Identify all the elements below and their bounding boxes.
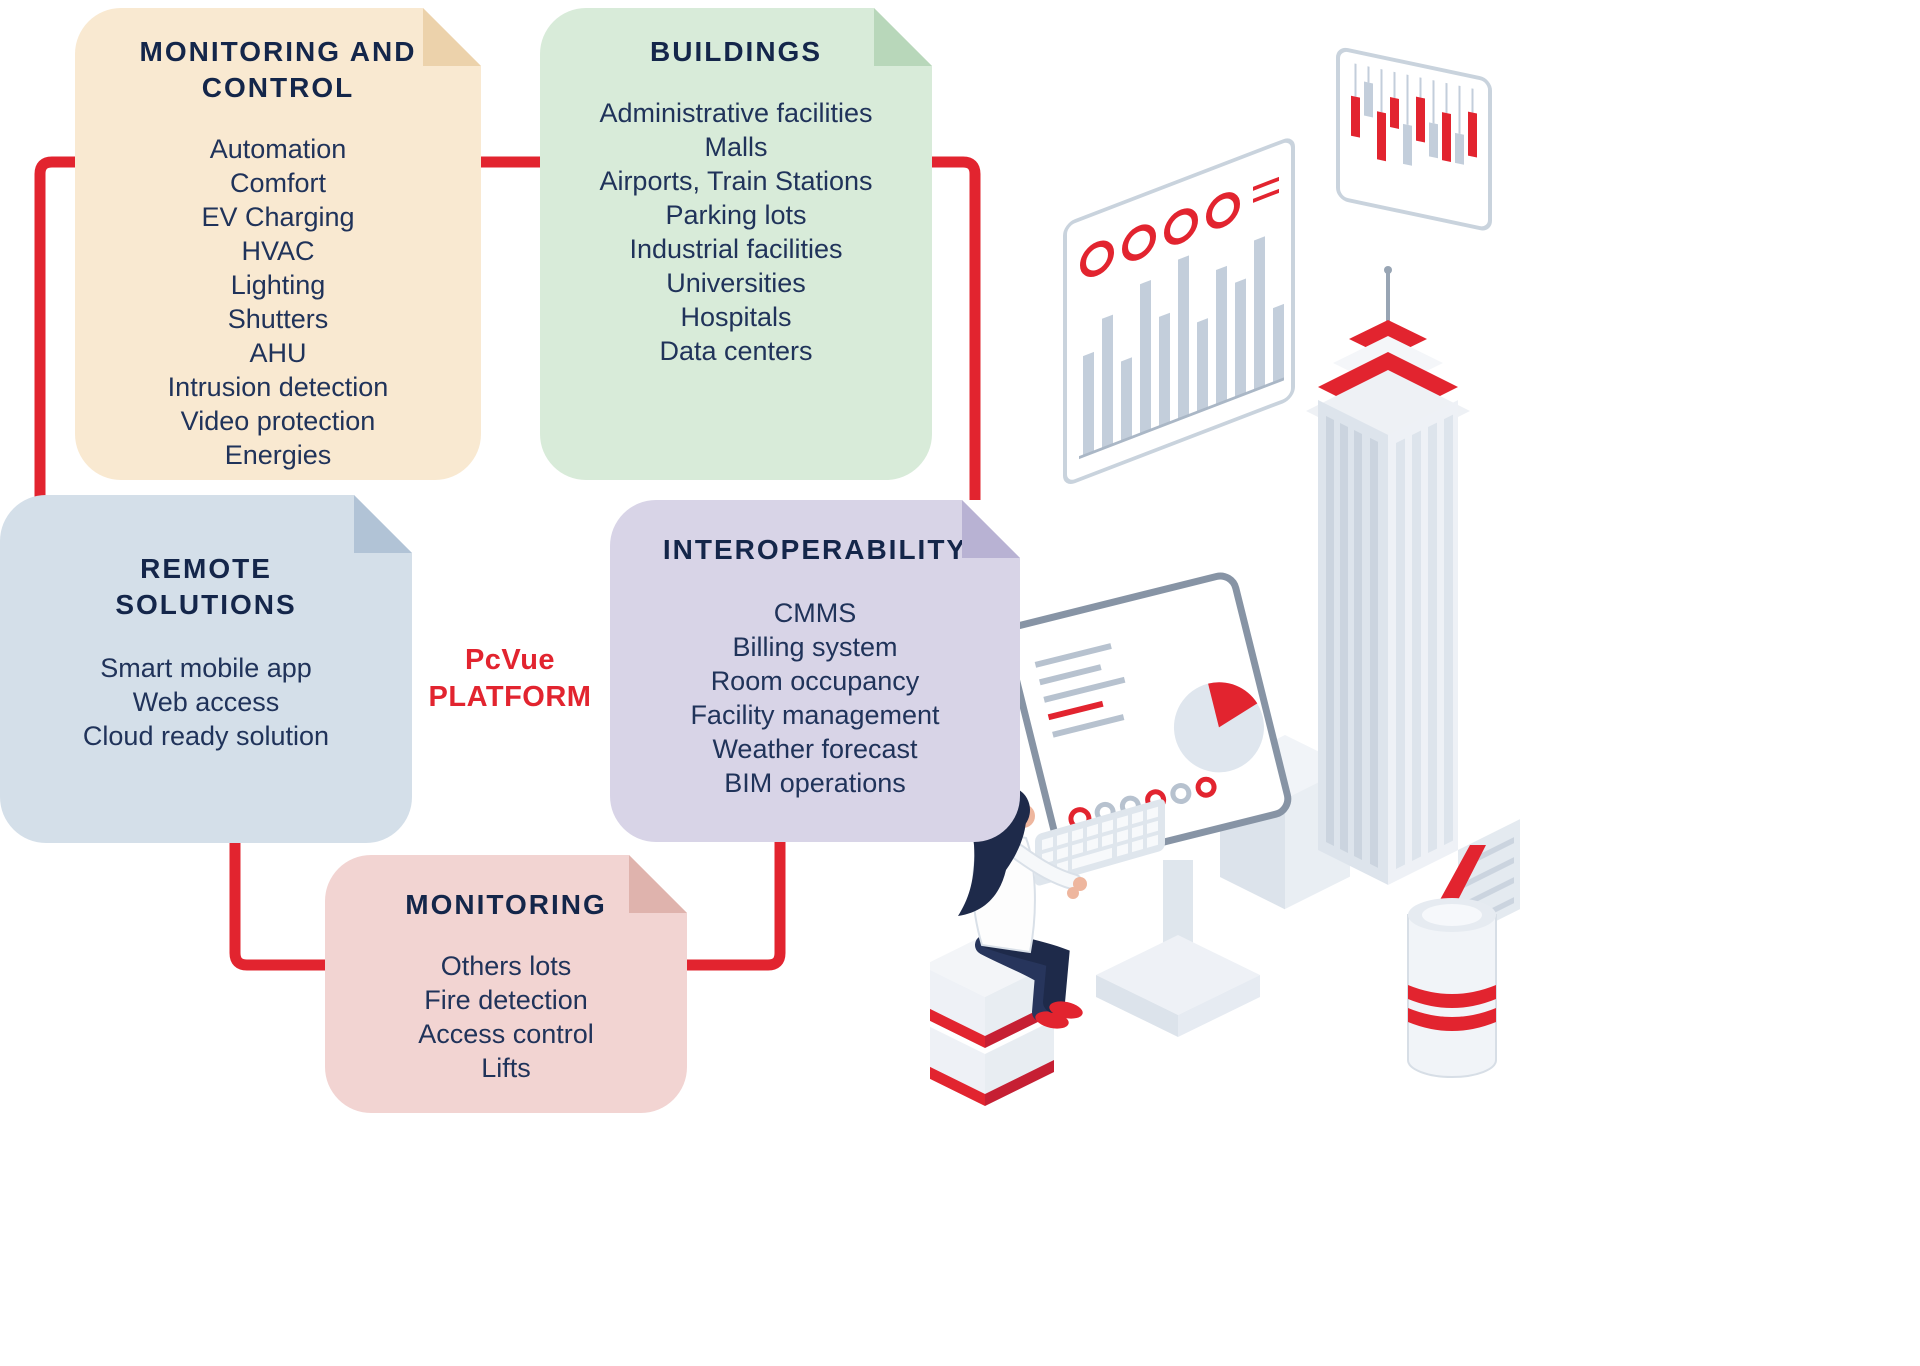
list-item: Industrial facilities (629, 234, 843, 264)
platform-label: PcVue PLATFORM (422, 642, 598, 716)
dashboard-panel-illustration (1063, 138, 1295, 485)
list-item: Others lots (440, 951, 572, 981)
list-item: Malls (704, 132, 768, 162)
list-item: Room occupancy (710, 666, 920, 696)
box-title: MONITORING AND CONTROL (139, 36, 417, 103)
list-item: Airports, Train Stations (599, 166, 873, 196)
list-item: Access control (418, 1019, 594, 1049)
list-item: Lifts (481, 1053, 531, 1083)
list-item: EV Charging (201, 202, 355, 232)
list-item: BIM operations (724, 768, 906, 798)
list-item: Administrative facilities (599, 98, 873, 128)
list-item: Automation (209, 134, 347, 164)
power-cylinder-illustration (1407, 845, 1497, 1078)
folded-corner-icon (874, 8, 932, 66)
list-item: Billing system (732, 632, 898, 662)
list-item: HVAC (241, 236, 315, 266)
bar-chart-panel-illustration (1336, 47, 1492, 231)
list-item: AHU (249, 338, 307, 368)
list-item: Data centers (659, 336, 813, 366)
list-item: Universities (666, 268, 806, 298)
platform-subtitle: PLATFORM (428, 681, 592, 713)
list-item: Hospitals (680, 302, 792, 332)
box-title: INTEROPERABILITY (662, 534, 968, 565)
list-item: Facility management (690, 700, 940, 730)
list-item: Shutters (227, 304, 329, 334)
list-item: CMMS (773, 598, 857, 628)
list-item: Lighting (230, 270, 326, 300)
box-title: MONITORING (405, 889, 607, 920)
list-item: Parking lots (665, 200, 807, 230)
list-item: Fire detection (424, 985, 588, 1015)
list-item: Cloud ready solution (82, 721, 330, 751)
list-item: Comfort (229, 168, 327, 198)
list-item: Weather forecast (712, 734, 918, 764)
smart-building-illustration (930, 47, 1520, 1106)
list-item: Intrusion detection (167, 372, 389, 402)
box-title: REMOTE SOLUTIONS (115, 553, 297, 620)
list-item: Web access (132, 687, 280, 717)
list-item: Video protection (180, 406, 376, 436)
box-title: BUILDINGS (650, 36, 822, 67)
folded-corner-icon (354, 495, 412, 553)
platform-name: PcVue (464, 644, 556, 676)
list-item: Smart mobile app (100, 653, 312, 683)
list-item: Energies (224, 440, 332, 470)
